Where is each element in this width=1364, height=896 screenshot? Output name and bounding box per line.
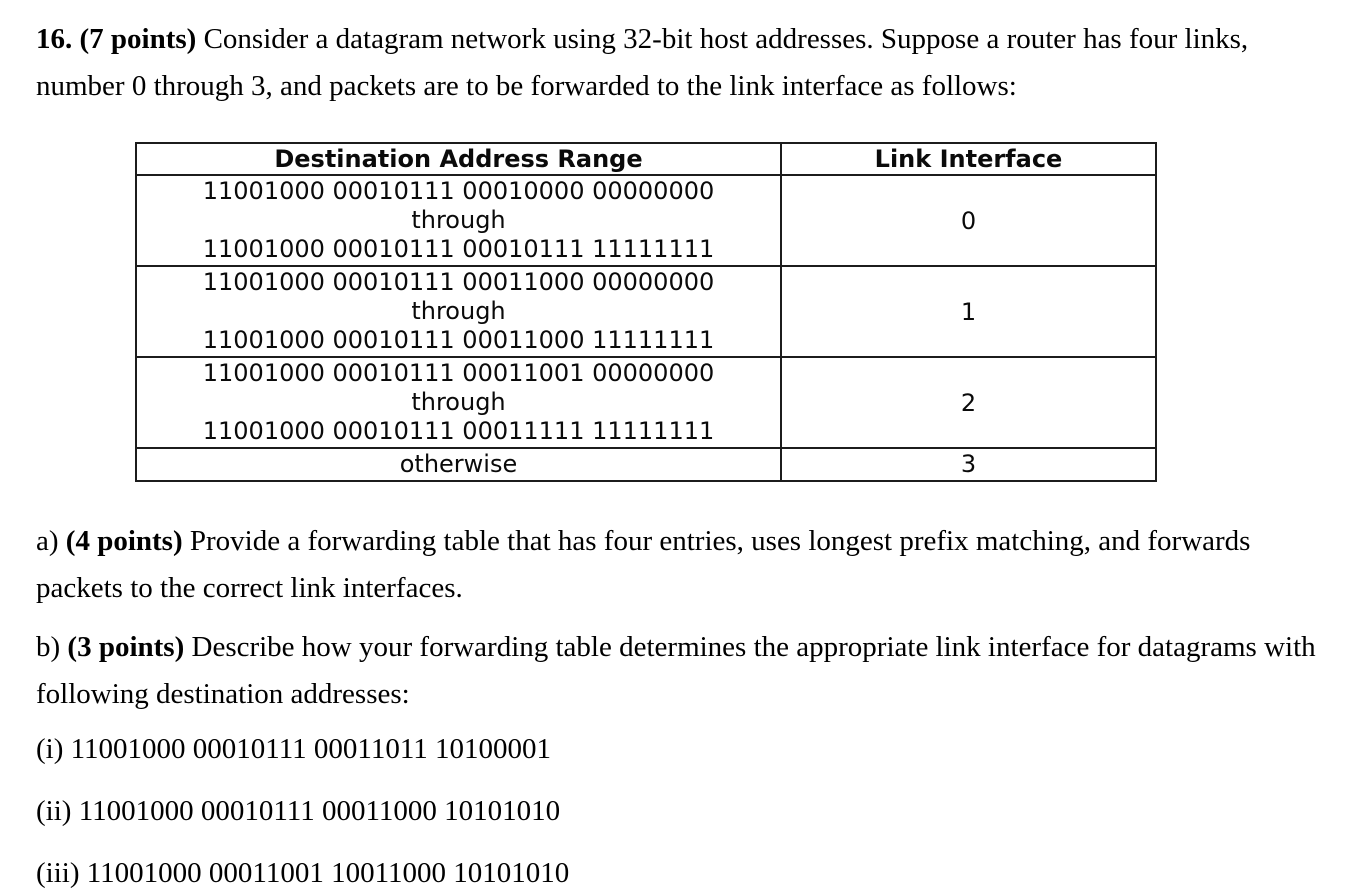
part-a-body: Provide a forwarding table that has four… <box>36 525 1251 604</box>
item-i-address: 11001000 00010111 00011011 10100001 <box>70 733 551 765</box>
table-row-otherwise: otherwise 3 <box>135 447 1157 482</box>
part-a-points: (4 points) <box>65 525 183 557</box>
table-row: 11001000 00010111 00011000 00000000 thro… <box>135 265 1157 358</box>
question-intro-text: Consider a datagram network using 32-bit… <box>36 23 1249 102</box>
part-a-label: a) <box>36 525 59 557</box>
part-a-text: a) (4 points) Provide a forwarding table… <box>36 518 1334 612</box>
item-ii-address: 11001000 00010111 00011000 10101010 <box>78 795 561 827</box>
column-header-destination-address-range: Destination Address Range <box>135 142 782 176</box>
range-end-address: 11001000 00010111 00011000 11111111 <box>202 326 715 354</box>
range-start-address: 11001000 00010111 00011001 00000000 <box>202 359 715 387</box>
address-item-ii: (ii) 11001000 00010111 00011000 10101010 <box>36 788 1334 835</box>
link-interface-cell: 0 <box>780 174 1157 267</box>
destination-range-cell: 11001000 00010111 00010000 00000000 thro… <box>135 174 782 267</box>
item-iii-address: 11001000 00011001 10011000 10101010 <box>86 857 570 889</box>
table-row: 11001000 00010111 00010000 00000000 thro… <box>135 174 1157 267</box>
destination-range-cell: 11001000 00010111 00011000 00000000 thro… <box>135 265 782 358</box>
forwarding-rules-table: Destination Address Range Link Interface… <box>135 142 1157 482</box>
column-header-link-interface: Link Interface <box>780 142 1157 176</box>
link-interface-cell: 3 <box>780 447 1157 482</box>
item-i-label: (i) <box>36 733 64 765</box>
address-item-iii: (iii) 11001000 00011001 10011000 1010101… <box>36 850 1334 896</box>
link-interface-cell: 2 <box>780 356 1157 449</box>
range-end-address: 11001000 00010111 00010111 11111111 <box>202 235 715 263</box>
range-through-label: through <box>411 206 506 234</box>
question-number-points: 16. (7 points) <box>36 23 197 55</box>
table-row: 11001000 00010111 00011001 00000000 thro… <box>135 356 1157 449</box>
destination-range-cell: 11001000 00010111 00011001 00000000 thro… <box>135 356 782 449</box>
otherwise-cell: otherwise <box>135 447 782 482</box>
part-b-text: b) (3 points) Describe how your forwardi… <box>36 624 1334 718</box>
range-through-label: through <box>411 297 506 325</box>
address-item-i: (i) 11001000 00010111 00011011 10100001 <box>36 726 1334 773</box>
table-header: Destination Address Range Link Interface <box>135 142 1157 176</box>
part-b-label: b) <box>36 631 61 663</box>
question-intro: 16. (7 points) Consider a datagram netwo… <box>36 16 1334 110</box>
table-header-row: Destination Address Range Link Interface <box>135 142 1157 176</box>
range-end-address: 11001000 00010111 00011111 11111111 <box>202 417 715 445</box>
link-interface-cell: 1 <box>780 265 1157 358</box>
range-start-address: 11001000 00010111 00011000 00000000 <box>202 268 715 296</box>
item-iii-label: (iii) <box>36 857 80 889</box>
part-b-body: Describe how your forwarding table deter… <box>36 631 1316 710</box>
part-b-points: (3 points) <box>67 631 185 663</box>
table-body: 11001000 00010111 00010000 00000000 thro… <box>135 174 1157 482</box>
item-ii-label: (ii) <box>36 795 72 827</box>
range-through-label: through <box>411 388 506 416</box>
range-start-address: 11001000 00010111 00010000 00000000 <box>202 177 715 205</box>
